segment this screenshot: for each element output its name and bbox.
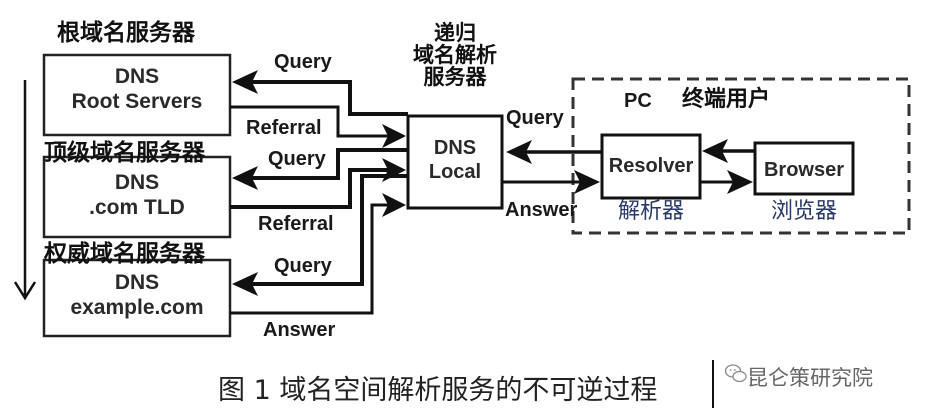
dns-local-line1: DNS — [433, 137, 477, 159]
tld-server-box — [42, 155, 232, 239]
root-server-title-cn: 根域名服务器 — [57, 20, 195, 46]
root-referral-label: Referral — [246, 117, 322, 139]
resolver-box — [600, 133, 702, 200]
local-answer-label: Answer — [505, 199, 578, 221]
tld-server-line1: DNS — [114, 171, 160, 194]
dns-local-label: DNS Local — [408, 136, 502, 184]
root-server-line1: DNS — [114, 65, 160, 88]
tld-referral-label: Referral — [258, 213, 334, 235]
dns-local-box — [406, 114, 504, 210]
dns-local-line2: Local — [428, 161, 482, 183]
browser-label-cn: 浏览器 — [770, 199, 837, 224]
auth-query-label: Query — [274, 255, 332, 277]
text-cursor — [712, 360, 714, 408]
auth-query-arrow — [232, 174, 408, 296]
root-referral-arrow — [230, 105, 406, 148]
tld-query-arrow — [232, 148, 408, 190]
resolver-label-cn: 解析器 — [617, 199, 684, 224]
local-answer-arrow — [502, 170, 600, 194]
root-server-line2: Root Servers — [71, 90, 203, 114]
authoritative-server-label: DNS example.com — [44, 270, 230, 320]
root-server-label: DNS Root Servers — [44, 64, 230, 114]
auth-answer-label: Answer — [263, 319, 336, 341]
tld-server-title-cn: 顶级域名服务器 — [44, 140, 205, 166]
local-server-title-cn: 递归 域名解析 服务器 — [400, 22, 510, 88]
figure-caption: 图 1 域名空间解析服务的不可逆过程 — [218, 375, 658, 406]
wechat-icon — [724, 364, 747, 383]
authoritative-server-line1: DNS — [114, 271, 160, 294]
auth-answer-arrow — [230, 193, 406, 315]
hierarchy-down-arrow — [13, 80, 37, 301]
local-title-line3: 服务器 — [423, 65, 487, 90]
tld-server-line2: .com TLD — [89, 196, 185, 220]
local-title-line2: 域名解析 — [413, 43, 497, 68]
resolver-to-browser-arrow — [700, 170, 753, 194]
browser-to-resolver-arrow — [702, 139, 755, 163]
local-title-line1: 递归 — [434, 21, 476, 45]
authoritative-server-title-cn: 权威域名服务器 — [44, 241, 205, 267]
root-server-box — [42, 53, 232, 137]
tld-server-label: DNS .com TLD — [44, 170, 230, 220]
local-query-label: Query — [506, 107, 564, 129]
tld-query-label: Query — [268, 148, 326, 170]
pc-boundary — [571, 77, 911, 235]
resolver-label: Resolver — [608, 155, 694, 177]
pc-label-cn: 终端用户 — [682, 87, 771, 112]
authoritative-server-box — [42, 258, 232, 338]
root-query-arrow — [232, 70, 408, 116]
watermark-text: 昆仑策研究院 — [747, 366, 873, 390]
local-query-arrow — [506, 140, 602, 164]
root-query-label: Query — [274, 51, 332, 73]
authoritative-server-line2: example.com — [70, 296, 204, 320]
browser-label: Browser — [763, 159, 845, 181]
pc-label: PC — [624, 90, 652, 112]
browser-box — [753, 141, 855, 196]
